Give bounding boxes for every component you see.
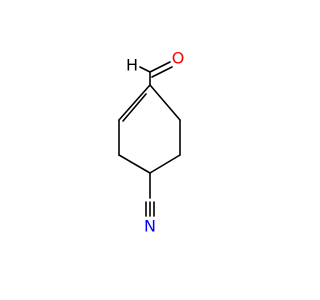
atom-h-label: H (126, 56, 138, 75)
bond-cho-o-1 (149, 61, 171, 73)
bond-c1-c2-inner (122, 93, 147, 122)
molecule-diagram: H O N (118, 49, 185, 236)
bond-cho-h (139, 66, 151, 73)
bond-c3-c4 (118, 154, 151, 174)
bond-cho-o-2 (151, 66, 173, 78)
atom-o-label: O (172, 49, 185, 68)
bond-c1-c2 (118, 84, 151, 121)
bond-c6-c1 (149, 84, 181, 121)
atom-n-label: N (144, 217, 156, 236)
bond-c4-c5 (149, 154, 181, 174)
